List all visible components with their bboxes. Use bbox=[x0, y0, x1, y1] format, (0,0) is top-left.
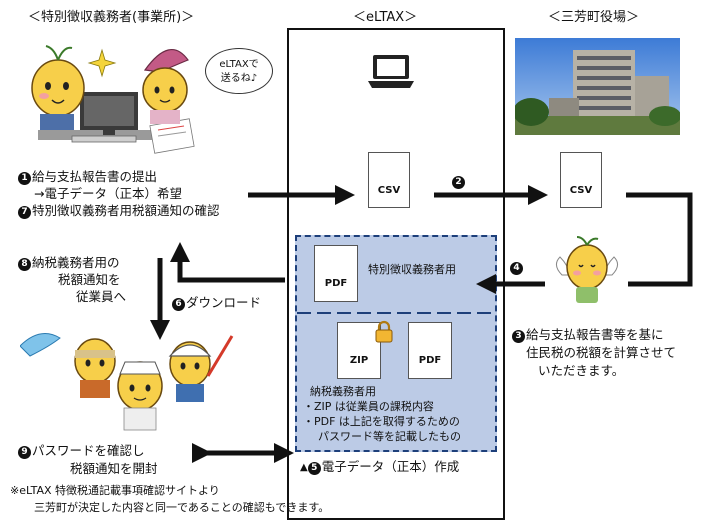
header-eltax: ＜eLTAX＞ bbox=[353, 10, 418, 25]
csv-document-town: CSV bbox=[560, 152, 602, 208]
csv-document-eltax: CSV bbox=[368, 152, 410, 208]
town-office-photo bbox=[515, 38, 680, 135]
bubble-line2: 送るね♪ bbox=[220, 73, 258, 84]
bracket-calc bbox=[626, 192, 693, 287]
step4: 4 bbox=[510, 258, 524, 275]
step2: 2 bbox=[452, 172, 466, 189]
footnote-line1: ※eLTAX 特徴税通記載事項確認サイトより bbox=[10, 484, 220, 497]
pdf-document-special-collector: PDF bbox=[314, 245, 358, 302]
taxpayer-line1: ・ZIP は従業員の課税内容 bbox=[303, 400, 434, 413]
header-town-office: ＜三芳町役場＞ bbox=[548, 10, 640, 25]
town-character-illustration bbox=[556, 236, 618, 303]
step8-line2: 税額通知を bbox=[58, 272, 121, 287]
lock-icon bbox=[375, 320, 393, 343]
zip-document: ZIP bbox=[337, 322, 381, 379]
employer-illustration bbox=[31, 45, 195, 154]
step3-line3: いただきます。 bbox=[538, 363, 625, 378]
box-divider bbox=[297, 312, 495, 314]
laptop-icon bbox=[368, 55, 414, 88]
step9-line2: 税額通知を開封 bbox=[70, 461, 158, 476]
footnote-line2: 三芳町が決定した内容と同一であることの確認もできます。 bbox=[34, 501, 330, 514]
speech-bubble: eLTAXで 送るね♪ bbox=[205, 48, 273, 94]
employees-illustration bbox=[20, 333, 234, 431]
step3-line2: 住民税の税額を計算させて bbox=[526, 345, 677, 360]
pdf-special-label: 特別徴収義務者用 bbox=[368, 263, 456, 276]
pdf-document-taxpayer: PDF bbox=[408, 322, 452, 379]
step1-number: 1 bbox=[18, 172, 31, 185]
step1-line2: →電子データ（正本）希望 bbox=[34, 186, 182, 201]
taxpayer-line3: パスワード等を記載したもの bbox=[318, 430, 461, 443]
taxpayer-line2: ・PDF は上記を取得するための bbox=[303, 415, 460, 428]
bubble-line1: eLTAXで bbox=[219, 59, 259, 70]
eltax-frame bbox=[287, 28, 505, 520]
step7-number: 7 bbox=[18, 206, 31, 219]
step8-line3: 従業員へ bbox=[76, 289, 127, 304]
header-employer: ＜特別徴収義務者(事業所)＞ bbox=[28, 10, 195, 25]
arrow-download bbox=[170, 242, 285, 283]
taxpayer-title: 納税義務者用 bbox=[310, 385, 376, 398]
